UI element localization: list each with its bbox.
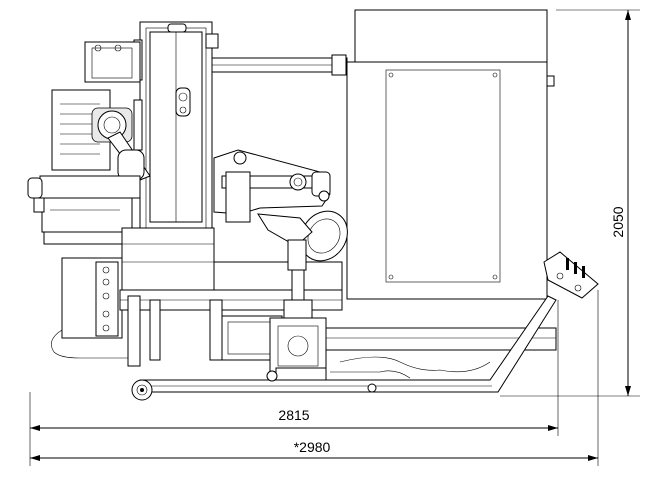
rear-cabinet — [346, 9, 555, 300]
lower-frame — [131, 295, 557, 401]
tool-head-arm — [213, 149, 348, 383]
main-column — [133, 21, 219, 263]
control-box — [51, 257, 136, 359]
height-label: 2050 — [610, 206, 626, 237]
foot-control-head — [543, 251, 599, 299]
height-dimension — [500, 9, 640, 397]
width-label: 2815 — [278, 407, 309, 423]
upper-beam — [209, 54, 348, 76]
overall-width-dimension — [30, 290, 599, 466]
overall-width-label: *2980 — [294, 439, 331, 455]
left-components — [27, 41, 151, 245]
width-dimension — [29, 300, 559, 466]
